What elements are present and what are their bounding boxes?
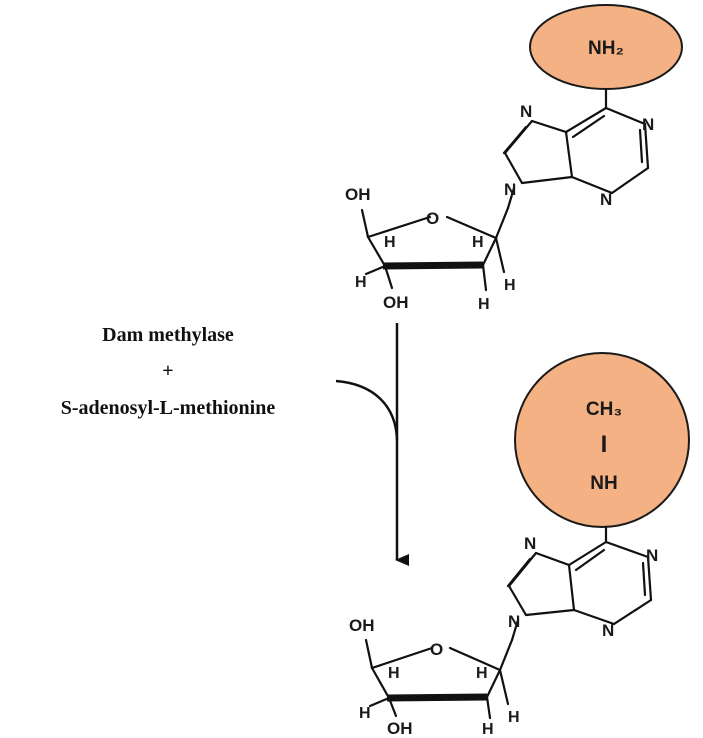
ribose-ring-bottom: [364, 638, 514, 720]
plus-sign: +: [162, 360, 173, 382]
atom-h: H: [355, 274, 367, 291]
adenosine-structure: NH₂ N N N N: [345, 4, 683, 313]
atom-o: O: [426, 209, 439, 228]
atom-n: N: [508, 612, 520, 631]
atom-n: N: [524, 534, 536, 553]
atom-h: H: [508, 709, 520, 726]
enzyme-label: Dam methylase: [102, 324, 234, 346]
atom-h: H: [472, 234, 484, 251]
atom-h: H: [359, 705, 371, 722]
purine-ring-bottom: [506, 540, 653, 642]
atom-oh: OH: [349, 616, 375, 635]
atom-n: N: [646, 546, 658, 565]
atom-h: H: [384, 234, 396, 251]
methyladenosine-structure: CH₃ I NH N N N N: [349, 352, 690, 738]
atom-n: N: [602, 621, 614, 640]
reaction-arrow: [335, 323, 409, 566]
nh-label: NH: [590, 473, 617, 494]
atom-n: N: [520, 102, 532, 121]
amino-group-label: NH₂: [588, 38, 624, 59]
methylamino-group-circle: [514, 352, 690, 528]
atom-h: H: [476, 665, 488, 682]
atom-oh: OH: [387, 719, 413, 738]
bond-bar-label: I: [601, 431, 608, 458]
atom-o: O: [430, 640, 443, 659]
atom-n: N: [642, 115, 654, 134]
atom-h: H: [388, 665, 400, 682]
purine-ring-top: [502, 106, 650, 210]
ribose-ring-top: [360, 206, 510, 292]
methyl-label: CH₃: [586, 399, 622, 420]
atom-h: H: [478, 296, 490, 313]
atom-oh: OH: [383, 293, 409, 312]
cofactor-label: S-adenosyl-L-methionine: [61, 397, 276, 419]
atom-h: H: [504, 277, 516, 294]
atom-n: N: [504, 180, 516, 199]
atom-oh: OH: [345, 185, 371, 204]
atom-n: N: [600, 190, 612, 209]
atom-h: H: [482, 721, 494, 738]
